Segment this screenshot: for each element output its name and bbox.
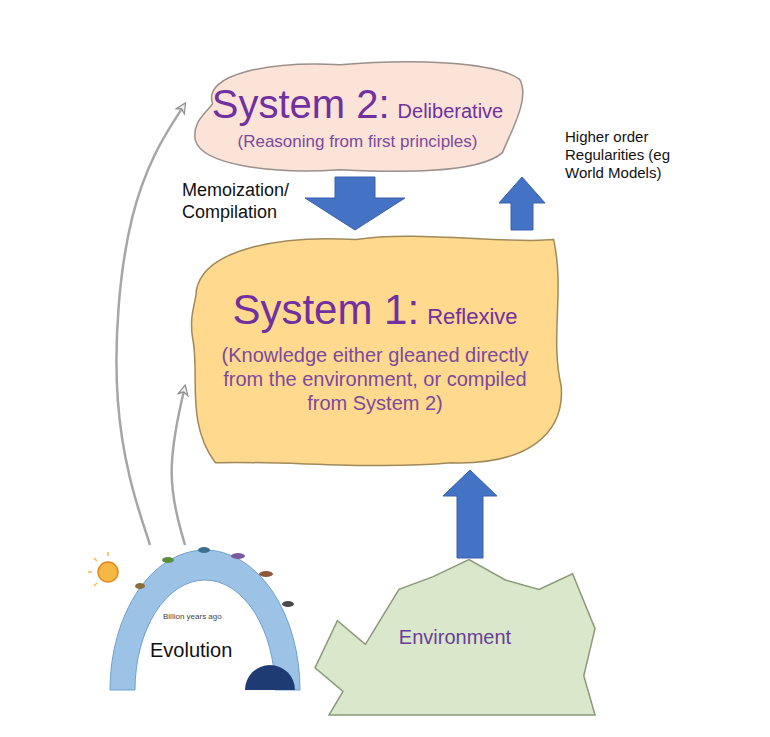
evolution-arrow: [116, 104, 185, 545]
evolution-figure: Evolution: [105, 545, 305, 695]
system-title: System 1:: [232, 285, 419, 335]
node-shape: [195, 62, 523, 171]
edge-label: Higher order Regularities (eg World Mode…: [565, 128, 705, 182]
system-description: (Knowledge either gleaned directly from …: [185, 343, 565, 415]
node-shape: [315, 560, 595, 715]
edge-label: Memoization/ Compilation: [182, 180, 302, 223]
perception-arrow: [443, 470, 497, 558]
system-mode: Deliberative: [398, 99, 504, 123]
deliberative-cloud: System 2: Deliberative (Reasoning from fir…: [185, 55, 530, 177]
reflexive-blob: System 1: Reflexive (Knowledge either glea…: [185, 230, 565, 470]
evolution-arrow: [172, 386, 185, 545]
timeline-spiral: [88, 547, 300, 690]
figure-caption: Evolution: [150, 638, 232, 662]
compile-arrow: [305, 177, 405, 230]
system-mode: Reflexive: [427, 304, 517, 330]
system-title: System 2:: [212, 80, 390, 128]
environment-terrain: Environment: [315, 558, 595, 715]
system-description: (Reasoning from first principles): [185, 132, 530, 152]
sun-rays: [88, 552, 108, 586]
sun-icon: [98, 562, 118, 582]
regularities-arrow: [499, 177, 545, 230]
life-forms: [135, 547, 294, 607]
earth-core: [245, 665, 295, 690]
time-band: [110, 550, 300, 690]
region-name: Environment: [399, 625, 511, 649]
axis-caption: Billion years ago: [163, 612, 243, 622]
